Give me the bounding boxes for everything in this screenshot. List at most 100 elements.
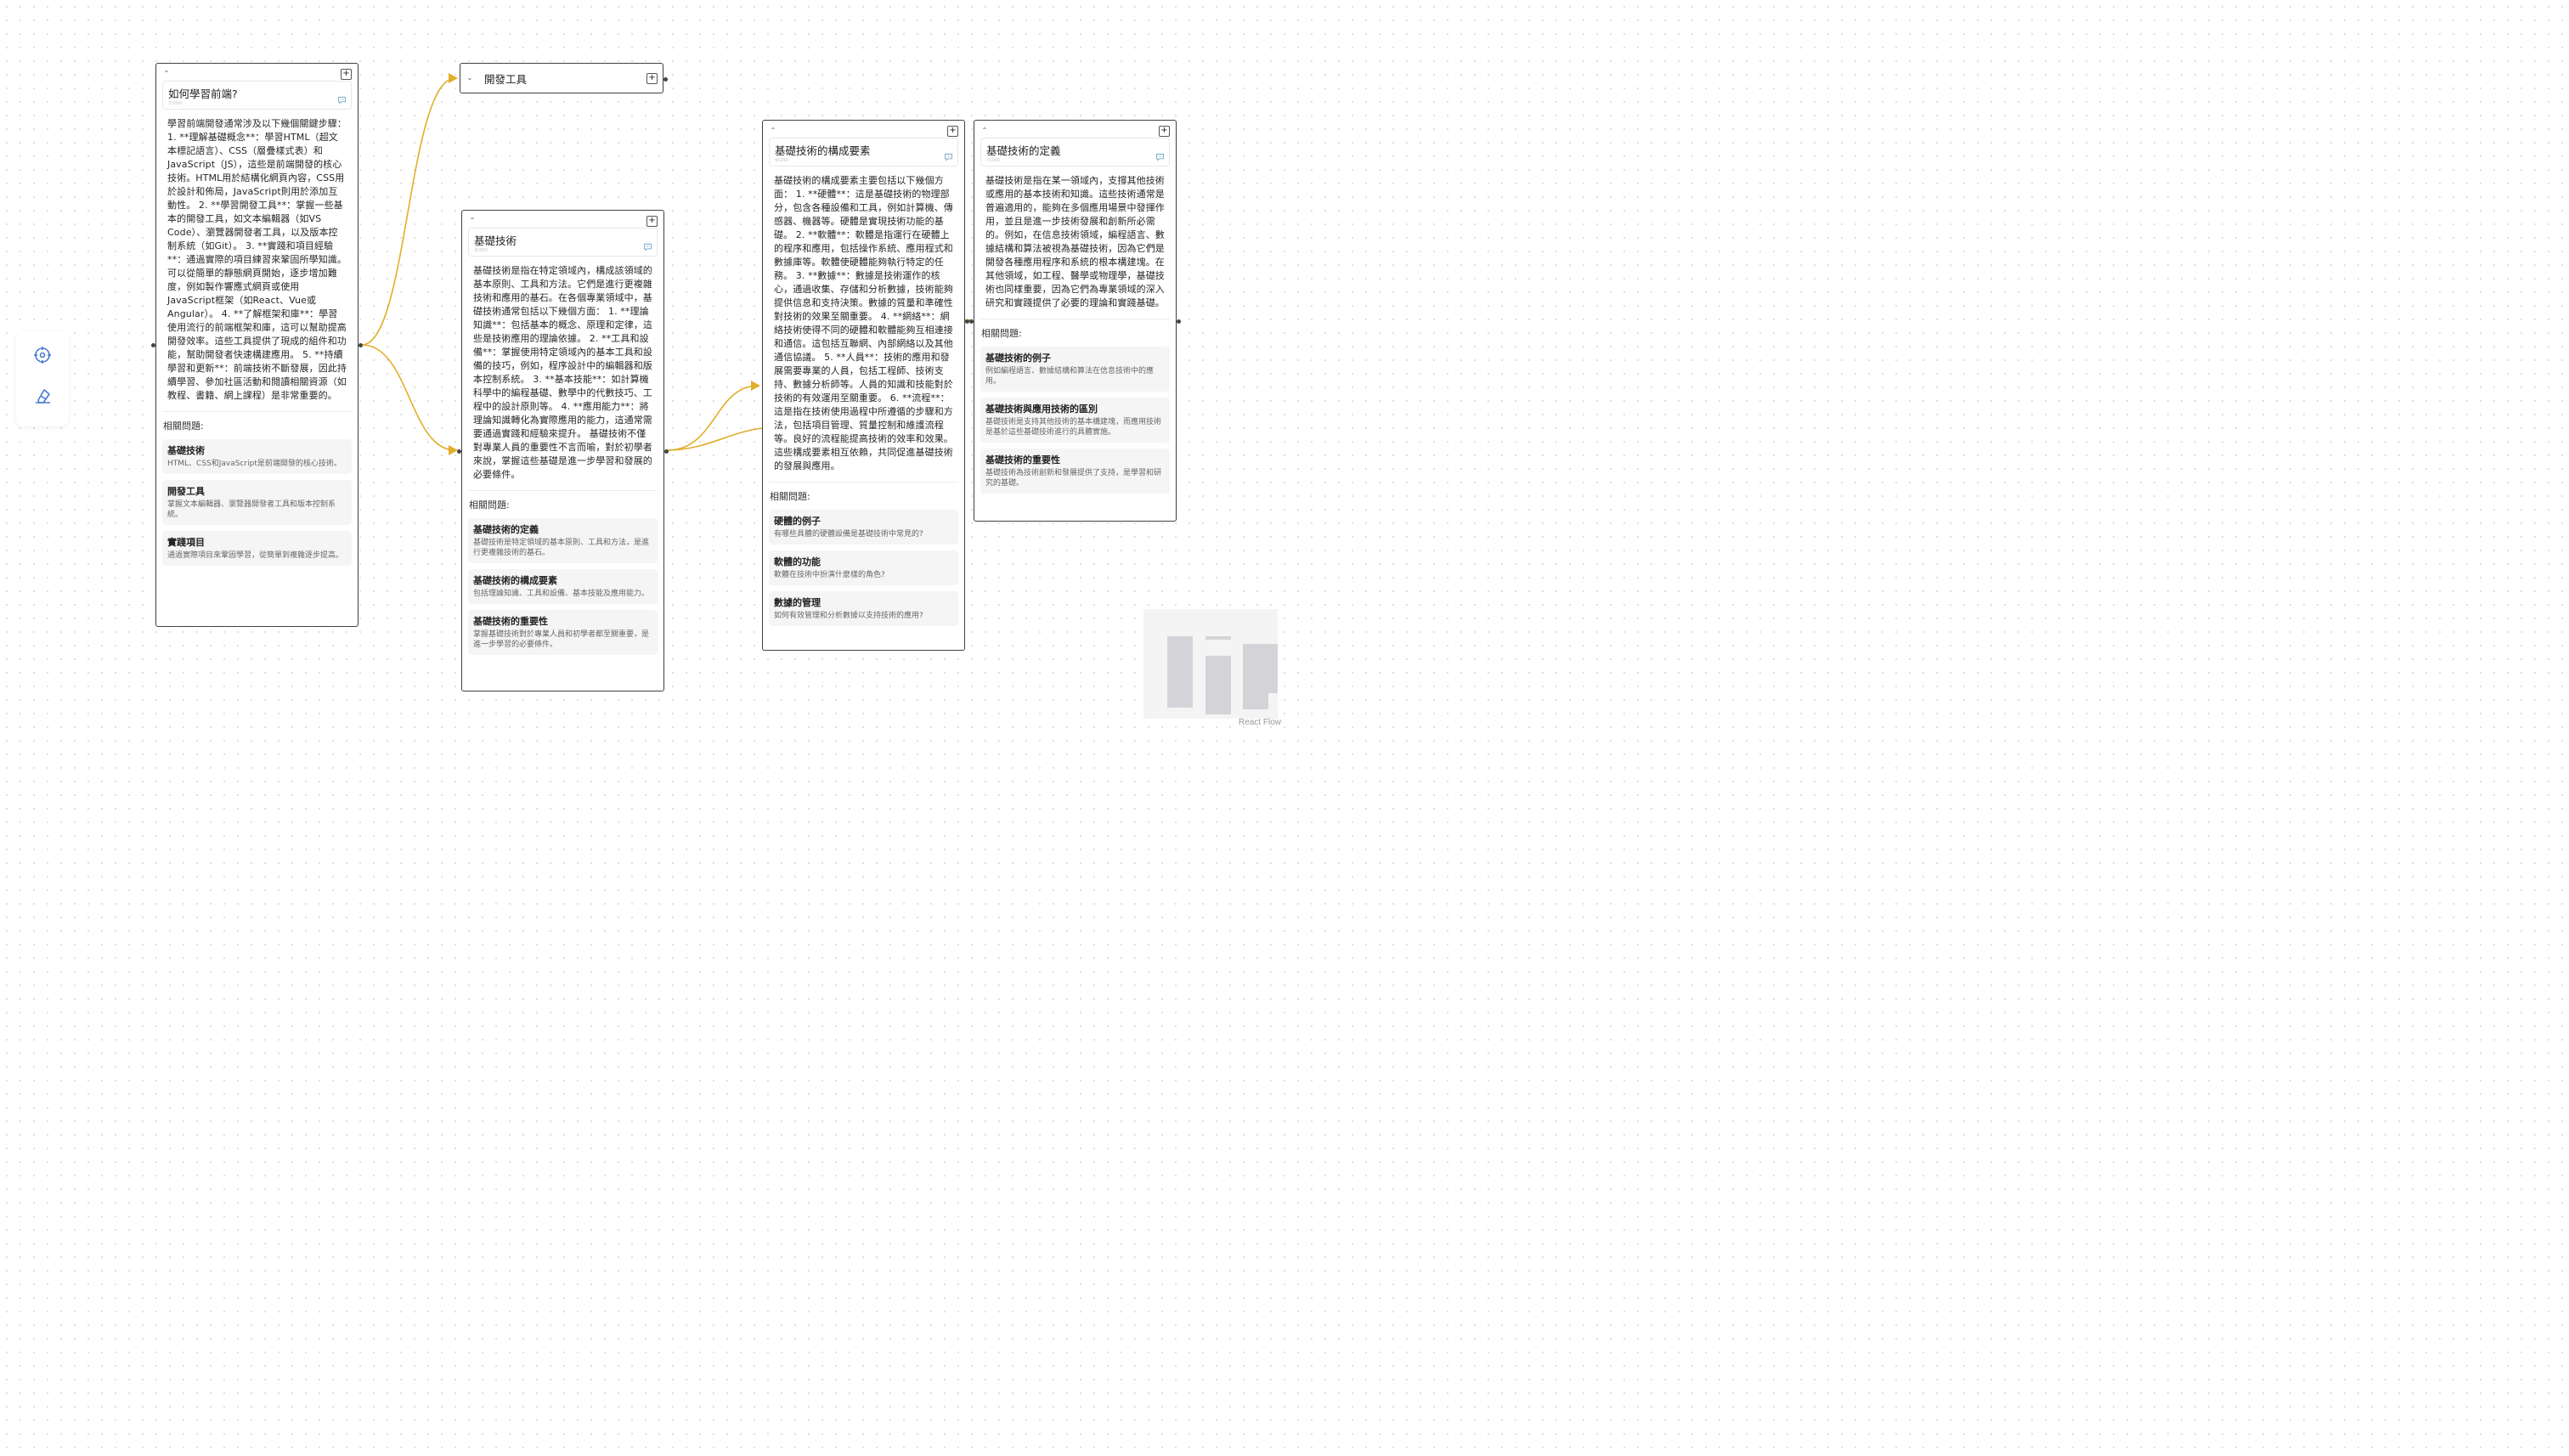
- related-item[interactable]: 基礎技術 HTML、CSS和JavaScript是前端開發的核心技術。: [162, 439, 352, 474]
- divider: [468, 490, 658, 491]
- edge-frontend-basic[interactable]: [361, 344, 456, 451]
- source-handle[interactable]: [965, 319, 969, 324]
- related-item-title: 基礎技術的定義: [473, 524, 539, 535]
- related-item-title: 開發工具: [167, 486, 205, 497]
- crosshair-icon: [34, 347, 51, 364]
- question-input[interactable]: [986, 144, 1156, 156]
- question-box[interactable]: 9/200: [769, 138, 958, 166]
- related-item-title: 數據的管理: [774, 597, 821, 608]
- related-item-desc: 如何有效管理和分析數據以支持技術的應用?: [774, 612, 923, 620]
- source-handle[interactable]: [1177, 319, 1181, 324]
- answer-text: 基礎技術的構成要素主要包括以下幾個方面： 1. **硬體**：這是基礎技術的物理…: [774, 175, 953, 471]
- add-icon[interactable]: +: [1159, 125, 1170, 137]
- related-item-title: 軟體的功能: [774, 556, 821, 567]
- collapse-icon[interactable]: ⌃: [770, 127, 776, 134]
- related-item-title: 硬體的例子: [774, 516, 821, 527]
- eraser-icon: [36, 389, 50, 404]
- related-item[interactable]: 基礎技術的構成要素 包括理論知識、工具和設備、基本技能及應用能力。: [468, 569, 658, 604]
- minimap-node: [1205, 656, 1231, 714]
- edge-frontend-devtools[interactable]: [361, 77, 456, 346]
- char-count: 7/200: [986, 158, 1000, 163]
- chat-icon[interactable]: [337, 96, 347, 104]
- related-item[interactable]: 硬體的例子 有哪些具體的硬體設備是基礎技術中常見的?: [769, 510, 958, 545]
- related-heading: 相關問題:: [163, 420, 204, 432]
- question-input[interactable]: [474, 234, 644, 246]
- collapse-icon[interactable]: ⌃: [981, 127, 988, 134]
- source-handle[interactable]: [663, 77, 668, 82]
- related-item-desc: 例如編程語言、數據結構和算法在信息技術中的應用。: [985, 367, 1155, 386]
- source-handle[interactable]: [359, 343, 363, 347]
- related-item[interactable]: 開發工具 掌握文本編輯器、瀏覽器開發者工具和版本控制系統。: [162, 480, 352, 525]
- node-title: 開發工具: [484, 72, 528, 86]
- minimap-node: [1205, 636, 1231, 640]
- collapse-icon[interactable]: ⌃: [163, 70, 170, 77]
- edge-basic-definition[interactable]: [667, 427, 764, 451]
- question-input[interactable]: [168, 87, 338, 99]
- node-basic[interactable]: ⌃ + 4/200 基礎技術是指在特定領域內，構成該領域的基本原則、工具和方法。…: [457, 210, 669, 691]
- add-icon[interactable]: +: [947, 125, 958, 137]
- related-item[interactable]: 數據的管理 如何有效管理和分析數據以支持技術的應用?: [769, 591, 958, 626]
- divider: [162, 411, 352, 412]
- related-heading: 相關問題:: [469, 499, 510, 511]
- answer-text: 學習前端開發通常涉及以下幾個關鍵步驟： 1. **理解基礎概念**：學習HTML…: [167, 118, 347, 401]
- controls-panel: [16, 331, 69, 426]
- question-box[interactable]: 7/200: [162, 81, 352, 110]
- related-heading: 相關問題:: [770, 491, 810, 502]
- edge-basic-components[interactable]: [667, 385, 759, 451]
- answer-text: 基礎技術是指在特定領域內，構成該領域的基本原則、工具和方法。它們是進行更複雜技術…: [473, 265, 652, 480]
- related-item-desc: 包括理論知識、工具和設備、基本技能及應用能力。: [473, 590, 650, 598]
- target-handle[interactable]: [969, 319, 974, 324]
- minimap[interactable]: [1143, 609, 1294, 719]
- related-item-title: 基礎技術的重要性: [473, 616, 548, 627]
- related-item-desc: 軟體在技術中扮演什麼樣的角色?: [774, 571, 885, 579]
- related-item-title: 基礎技術與應用技術的區別: [985, 404, 1098, 415]
- related-item-desc: 基礎技術是支持其他技術的基本構建塊，而應用技術是基於這些基礎技術進行的具體實施。: [985, 418, 1162, 437]
- chat-icon[interactable]: [944, 153, 953, 161]
- related-item-title: 基礎技術的構成要素: [473, 575, 557, 586]
- question-box[interactable]: 7/200: [980, 138, 1170, 166]
- related-heading: 相關問題:: [981, 328, 1022, 339]
- related-item-title: 基礎技術的例子: [985, 353, 1051, 364]
- add-icon[interactable]: +: [341, 68, 352, 80]
- chat-icon[interactable]: [643, 243, 652, 251]
- question-input[interactable]: [775, 144, 945, 156]
- question-box[interactable]: 4/200: [468, 228, 658, 257]
- clear-button[interactable]: [25, 379, 59, 413]
- target-handle[interactable]: [151, 343, 155, 347]
- source-handle[interactable]: [664, 449, 669, 454]
- node-devtools[interactable]: ⌄ 開發工具 +: [460, 63, 668, 93]
- related-item[interactable]: 基礎技術的重要性 基礎技術為技術創新和發展提供了支持，是學習和研究的基礎。: [980, 449, 1170, 494]
- node-frontend[interactable]: ⌃ + 7/200 學習前端開發通常涉及以下幾個關鍵步驟： 1. **理解基礎概…: [151, 63, 363, 627]
- chevron-down-icon[interactable]: ⌄: [466, 74, 473, 82]
- collapse-icon[interactable]: ⌃: [469, 217, 476, 224]
- attribution-link[interactable]: React Flow: [1238, 718, 1281, 727]
- flow-canvas[interactable]: ⌃ + 7/200 學習前端開發通常涉及以下幾個關鍵步驟： 1. **理解基礎概…: [0, 0, 1284, 728]
- fit-view-button[interactable]: [25, 338, 59, 372]
- related-item[interactable]: 基礎技術與應用技術的區別 基礎技術是支持其他技術的基本構建塊，而應用技術是基於這…: [980, 398, 1170, 443]
- related-item[interactable]: 軟體的功能 軟體在技術中扮演什麼樣的角色?: [769, 550, 958, 585]
- related-item-desc: 掌握文本編輯器、瀏覽器開發者工具和版本控制系統。: [167, 500, 336, 519]
- add-icon[interactable]: +: [646, 215, 658, 227]
- edge-arrowhead: [751, 381, 760, 391]
- related-item-desc: 掌握基礎技術對於專業人員和初學者都至關重要，是進一步學習的必要條件。: [473, 630, 650, 649]
- related-item-desc: 通過實際項目來鞏固學習，從簡單到複雜逐步提高。: [167, 551, 344, 560]
- related-item[interactable]: 基礎技術的例子 例如編程語言、數據結構和算法在信息技術中的應用。: [980, 347, 1170, 392]
- chat-icon[interactable]: [1155, 153, 1165, 161]
- minimap-node: [1243, 644, 1268, 709]
- related-item[interactable]: 基礎技術的定義 基礎技術是特定領域的基本原則、工具和方法，是進行更複雜技術的基石…: [468, 518, 658, 563]
- related-item-desc: 基礎技術為技術創新和發展提供了支持，是學習和研究的基礎。: [985, 469, 1162, 488]
- edge-arrowhead: [449, 73, 458, 83]
- related-item[interactable]: 實踐項目 通過實際項目來鞏固學習，從簡單到複雜逐步提高。: [162, 531, 352, 566]
- node-definition[interactable]: ⌃ + 7/200 基礎技術是指在某一領域內，支撐其他技術或應用的基本技術和知識…: [969, 120, 1181, 522]
- char-count: 4/200: [474, 248, 488, 253]
- target-handle[interactable]: [457, 449, 461, 454]
- related-item-desc: 有哪些具體的硬體設備是基礎技術中常見的?: [774, 530, 923, 539]
- minimap-node: [1268, 644, 1294, 693]
- minimap-node: [1167, 636, 1193, 708]
- node-components[interactable]: ⌃ + 9/200 基礎技術的構成要素主要包括以下幾個方面： 1. **硬體**…: [762, 120, 969, 651]
- related-item-title: 基礎技術的重要性: [985, 454, 1060, 466]
- add-icon[interactable]: +: [646, 72, 658, 84]
- related-item[interactable]: 基礎技術的重要性 掌握基礎技術對於專業人員和初學者都至關重要，是進一步學習的必要…: [468, 610, 658, 655]
- related-item-title: 實踐項目: [167, 537, 205, 548]
- char-count: 9/200: [775, 158, 788, 163]
